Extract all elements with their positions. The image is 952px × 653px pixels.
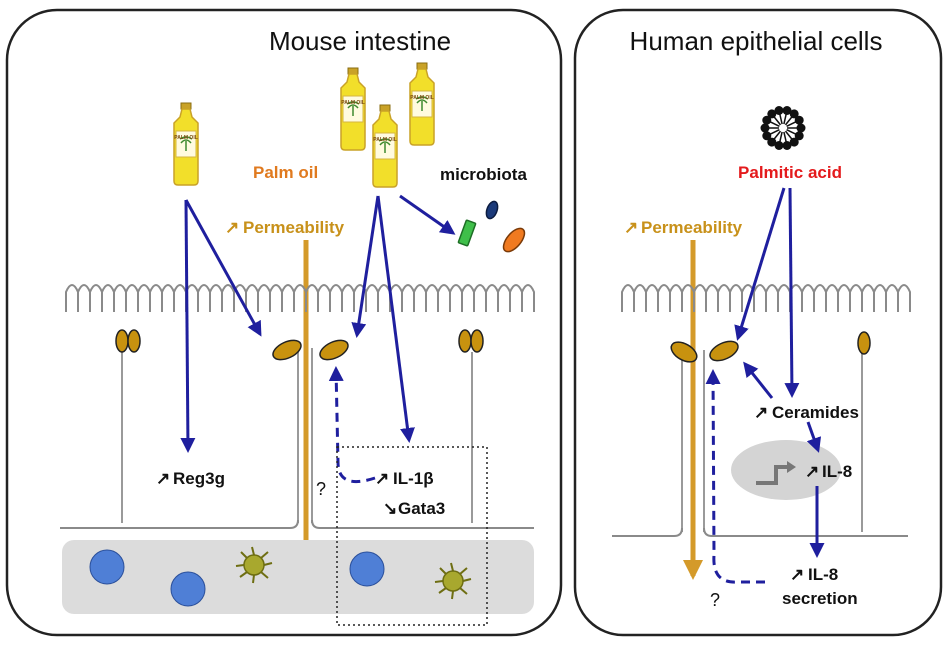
il1b-label: IL-1β [393, 469, 434, 488]
immune-cell-blue [89, 549, 125, 585]
right-blue-arrows [734, 187, 825, 558]
left-inflammation-box [336, 446, 488, 626]
right-basal-membrane [612, 527, 908, 537]
right-dashed-feedback-arrow [705, 369, 765, 584]
tight-junction-icon [115, 329, 141, 353]
left-question-mark: ? [316, 479, 326, 499]
svg-text:PALM OIL: PALM OIL [341, 100, 365, 106]
right-panel-title: Human epithelial cells [630, 26, 883, 56]
il8-arrow: ↗ [805, 462, 819, 481]
il8-secretion-arrow: ↗ [790, 565, 804, 584]
ceramides-arrow: ↗ [754, 403, 768, 422]
il8-secretion-label-line1: IL-8 [808, 565, 838, 584]
transcription-start-arrowhead [787, 461, 796, 473]
immune-cell-blue [170, 571, 206, 607]
tight-junction-icon [458, 329, 484, 353]
microbe-green-icon [457, 219, 477, 247]
il8-secretion-label-line2: secretion [782, 589, 858, 608]
reg3g-arrow: ↗ [156, 469, 170, 488]
svg-text:PALM OIL: PALM OIL [373, 137, 397, 143]
il1b-arrow: ↗ [375, 469, 389, 488]
dendritic-cell-icon [235, 546, 273, 584]
left-cell-walls [121, 348, 473, 523]
right-cell-walls [681, 350, 863, 532]
tight-junction-icon [857, 331, 871, 355]
svg-text:PALM OIL: PALM OIL [410, 95, 434, 101]
palm-oil-bottle-icon: PALM OIL [372, 104, 398, 188]
left-panel-title: Mouse intestine [269, 26, 451, 56]
left-microvilli [65, 284, 535, 312]
left-permeability-label: Permeability [243, 218, 345, 237]
microbiota-label: microbiota [440, 165, 527, 184]
palm-oil-bottle-icon: PALM OIL [340, 67, 366, 151]
gata3-label: Gata3 [398, 499, 445, 518]
dendritic-cell-icon [434, 562, 472, 600]
left-blue-arrows [180, 194, 456, 453]
tight-junction-opened-icon [670, 341, 698, 363]
gata3-arrow: ↘ [383, 499, 397, 518]
right-microvilli [621, 284, 911, 312]
immune-cell-blue [349, 551, 385, 587]
palm-oil-bottle-icon: PALM OIL [409, 62, 435, 146]
right-permeability-label: Permeability [641, 218, 743, 237]
palm-oil-label: Palm oil [253, 163, 318, 182]
left-permeability-arrow: ↗ [225, 218, 239, 237]
right-permeability-arrow: ↗ [624, 218, 638, 237]
tight-junction-opened-icon [272, 339, 302, 361]
palm-oil-bottle-icon: PALM OIL [173, 102, 199, 186]
ceramides-label: Ceramides [772, 403, 859, 422]
svg-text:PALM OIL: PALM OIL [174, 135, 198, 141]
microbe-navy-icon [485, 200, 499, 220]
reg3g-label: Reg3g [173, 469, 225, 488]
palmitic-acid-label: Palmitic acid [738, 163, 842, 182]
left-lamina-propria [62, 540, 534, 614]
microbe-orange-icon [502, 227, 526, 253]
right-panel-frame [573, 8, 943, 637]
tight-junction-opened-icon [709, 340, 739, 362]
right-question-mark: ? [710, 590, 720, 610]
tight-junction-opened-icon [319, 339, 349, 361]
transcription-start-icon [756, 465, 788, 485]
left-panel-frame [5, 8, 563, 637]
il8-label: IL-8 [822, 462, 852, 481]
palmitic-acid-micelle-icon [760, 106, 806, 150]
left-basal-membrane [60, 519, 534, 529]
left-dashed-feedback-arrow [328, 366, 376, 483]
